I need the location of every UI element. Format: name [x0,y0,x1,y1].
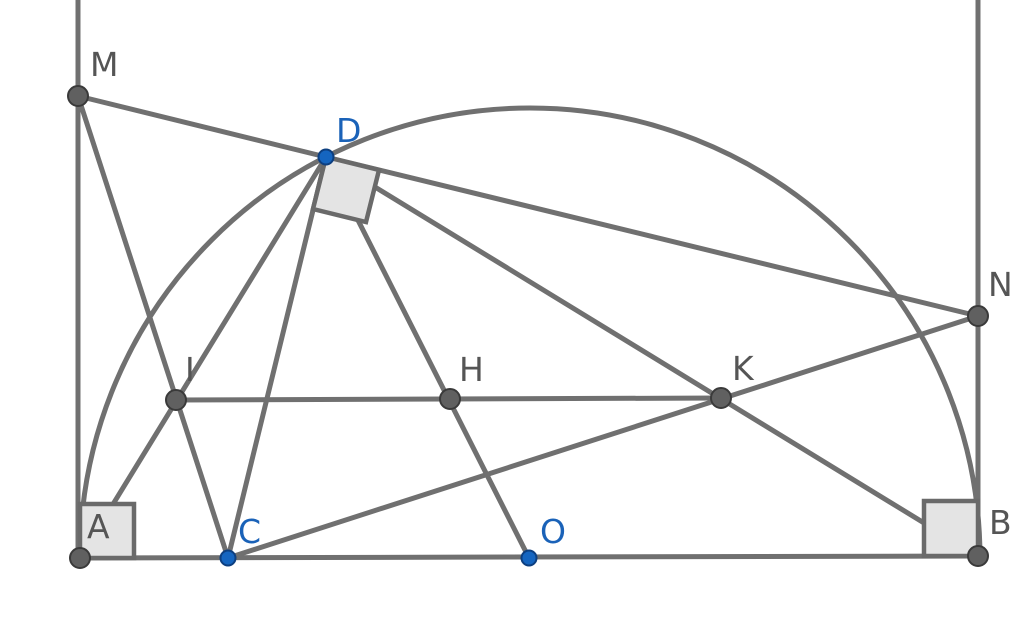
right-angle-marker-a [77,501,137,561]
right-angle-marker-b [921,498,981,559]
segment-md [75,93,329,160]
point-n [967,305,989,327]
point-a [69,547,91,569]
label-o: O [540,512,566,551]
point-i [165,389,187,411]
point-k [710,387,732,409]
segment-mc [75,93,231,561]
label-a: A [87,507,110,546]
label-i: I [185,350,195,389]
label-d: D [336,111,361,150]
label-h: H [459,350,484,389]
right-angle-marker-d [310,154,382,225]
label-b: B [989,503,1012,542]
segment-cn [225,313,981,561]
label-n: N [988,265,1013,304]
label-k: K [732,349,755,388]
point-o [520,549,538,567]
label-m: M [90,45,118,84]
point-b [967,545,989,567]
segment-dn [323,154,981,319]
segment-do [323,154,532,561]
segment-da [77,154,329,561]
segment-db [323,154,981,559]
semicircle-arc [77,105,983,559]
label-c: C [238,512,261,551]
point-c [219,549,237,567]
point-m [67,85,89,107]
point-d [317,148,335,166]
segment-dc [225,154,329,561]
point-h [439,388,461,410]
